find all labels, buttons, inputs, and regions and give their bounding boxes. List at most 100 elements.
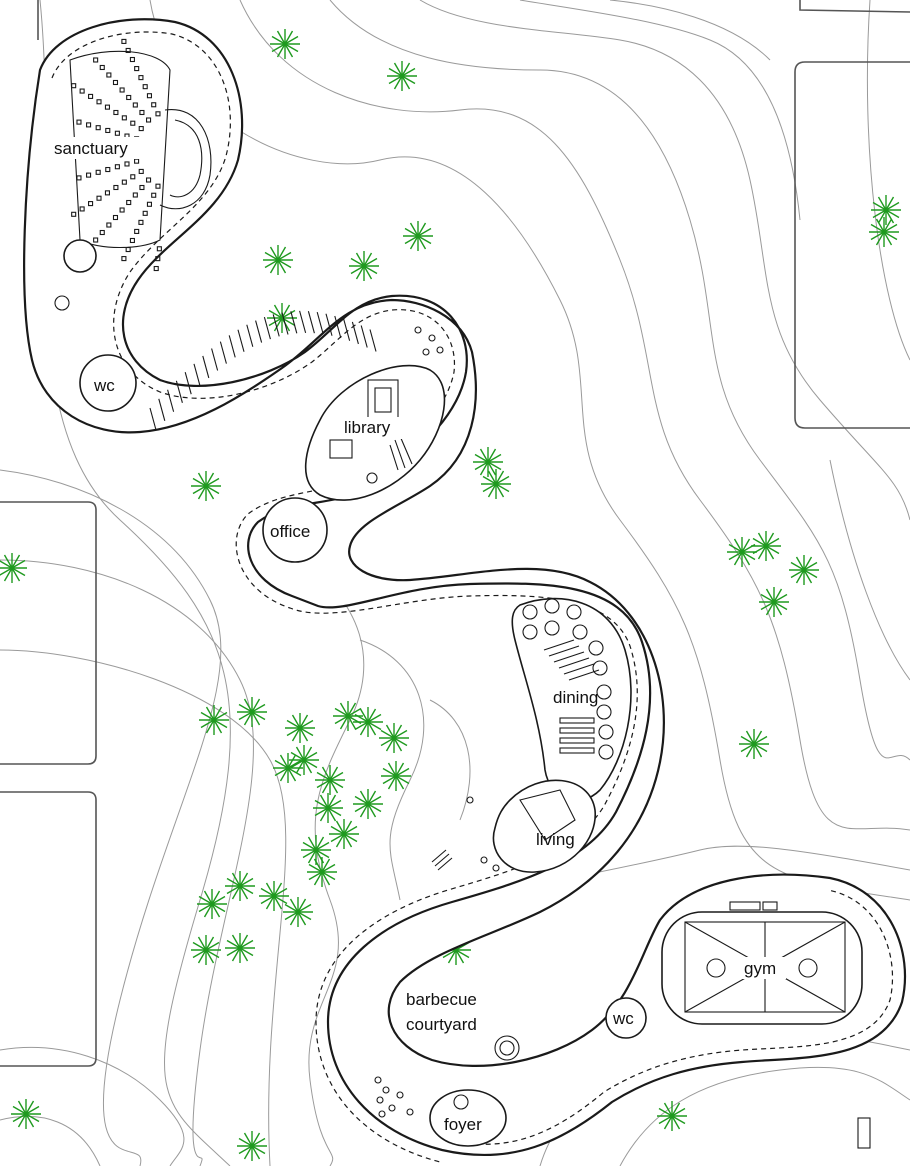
dining-table [544,598,560,614]
foyer-room [429,1089,507,1147]
stair-step [167,389,175,412]
tree-icon [259,881,289,911]
stair-step [281,312,289,335]
dining-bench [543,639,575,651]
seat [71,211,77,217]
stair-step [228,335,236,358]
sanctuary-small-circle [54,295,70,311]
furniture-dot [428,334,436,342]
stair-step [343,318,351,341]
tree-icon [329,819,359,849]
tree-icon [349,251,379,281]
seat [88,201,94,207]
outdoor-furniture [374,326,500,1118]
seat [96,195,102,201]
stair-step [211,348,219,371]
seat [129,237,135,244]
seat [132,102,138,108]
furniture-dot [406,1108,414,1116]
tree-icon [751,531,781,561]
gym-label: gym [744,959,776,978]
tree-icon [473,447,503,477]
tree-icon [315,765,345,795]
seat [112,79,119,86]
seat [121,38,127,44]
seat [156,246,162,252]
wc-bottom-room [605,997,647,1039]
furniture-dot [376,1096,384,1104]
stair-step [369,329,377,352]
seat [142,210,148,216]
stair-step [290,311,298,334]
library-label: library [344,418,391,437]
seat [121,256,127,262]
stair-step [149,407,157,431]
sanctuary-label-bg [52,137,144,159]
seat [119,87,125,93]
seat [145,177,152,183]
tree-icon [191,935,221,965]
office-room [262,497,328,563]
tree-icon [869,217,899,247]
tree-icon [273,753,303,783]
dining-table [544,620,560,636]
tree-icon [333,701,363,731]
gym-label-bg [742,957,786,979]
corridor-dash [449,889,894,1145]
seat [76,119,82,125]
tree-icon [0,553,27,583]
seat [139,184,145,191]
tree-icon [403,221,433,251]
tree-icon [387,61,417,91]
seat [124,161,130,167]
seat [88,93,94,99]
barbecue-label-line1: barbecue [406,990,477,1009]
stair-step [360,325,368,348]
seat [114,130,120,136]
stair-step [351,321,359,345]
wc-top-room [79,354,137,412]
seat [142,84,148,90]
dining-bench [548,645,580,657]
seat [138,75,144,81]
seat [125,246,131,253]
tree-icon [191,471,221,501]
tree-icon [263,245,293,275]
tree-icon [739,729,769,759]
tree-icon [301,835,331,865]
tree-icon [727,537,757,567]
seat [86,122,92,128]
dining-bench [559,737,595,744]
tree-icon [657,1101,687,1131]
stair-step [255,320,263,343]
seat [104,104,111,110]
tree-icon [353,789,383,819]
furniture-dot [466,796,474,804]
tree-icon [283,897,313,927]
stair-step [158,398,166,421]
dining-table [566,604,582,620]
seat [71,83,77,89]
barbecue-label-line2: courtyard [406,1015,477,1034]
stair-step [184,372,192,395]
stair-step [219,341,227,364]
furniture-dot [396,1091,404,1099]
stair-step [316,312,324,335]
foyer-label: foyer [444,1115,482,1134]
seat [146,93,153,99]
tree-icon [379,723,409,753]
stair-step [237,329,245,352]
tree-icon [313,793,343,823]
seat [125,47,131,54]
furniture-dot [388,1104,396,1112]
seat [79,88,85,94]
tree-icon [381,761,411,791]
stair-step [193,363,201,386]
sanctuary-interior [54,38,212,311]
seat [138,168,144,174]
seat [145,117,152,123]
tree-icon [871,195,901,225]
tree-icon [789,555,819,585]
seat [99,229,105,236]
